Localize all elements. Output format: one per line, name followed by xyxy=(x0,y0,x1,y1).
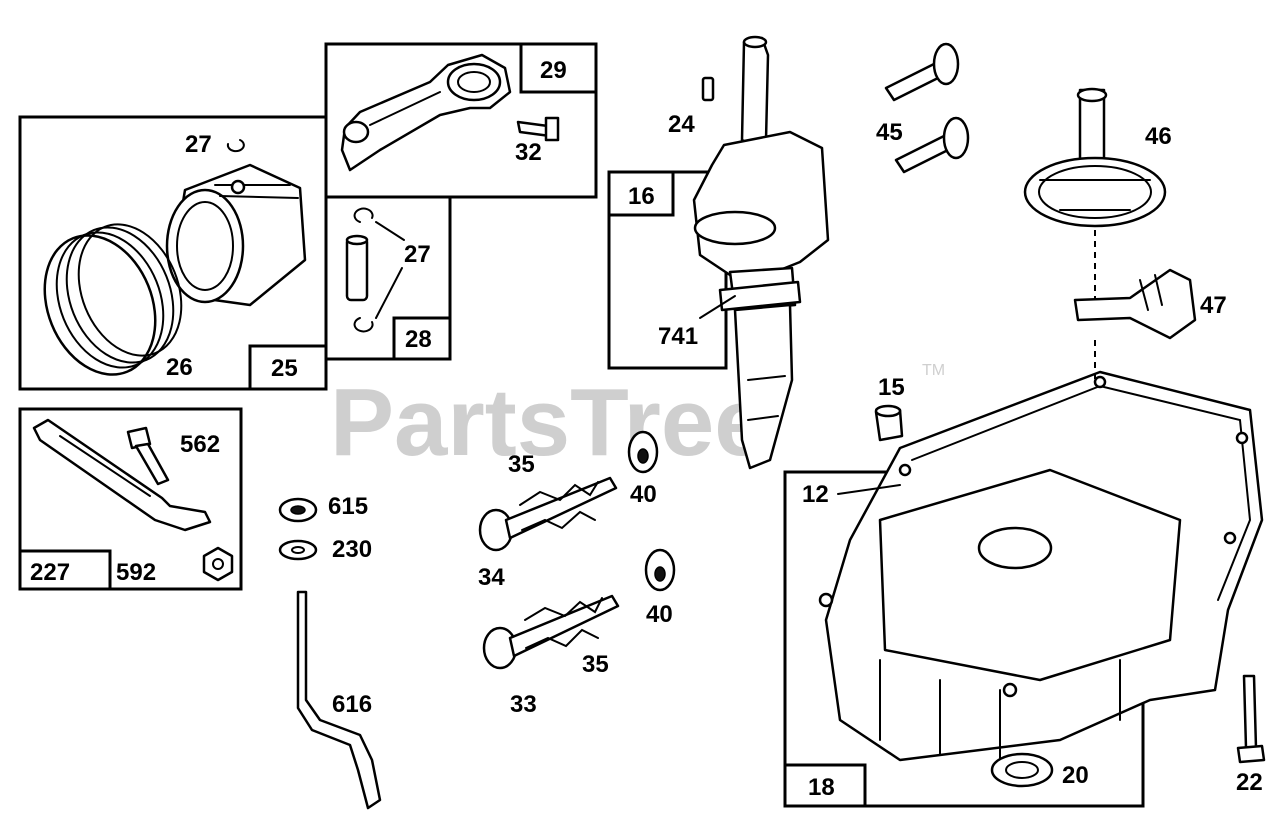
callout-26[interactable]: 26 xyxy=(166,354,193,381)
callout-40-upper[interactable]: 40 xyxy=(630,481,657,508)
valve-retainer-lower-40[interactable]: 40 xyxy=(644,548,676,628)
bolt-32 xyxy=(516,116,560,142)
callout-616[interactable]: 616 xyxy=(332,691,372,718)
callout-32[interactable]: 32 xyxy=(515,139,542,166)
callout-35-upper[interactable]: 35 xyxy=(508,451,535,478)
connecting-rod-drawing xyxy=(340,53,512,172)
callout-20[interactable]: 20 xyxy=(1062,762,1089,789)
callout-46[interactable]: 46 xyxy=(1145,123,1172,150)
callout-15[interactable]: 15 xyxy=(878,374,905,401)
valve-retainer-upper-40[interactable]: 40 xyxy=(627,430,659,508)
callout-40-lower[interactable]: 40 xyxy=(646,601,673,628)
part-15-plug[interactable]: 15 xyxy=(874,374,905,442)
group-25-piston-assembly[interactable]: 25 27 26 xyxy=(18,115,328,391)
oil-seal-20 xyxy=(990,752,1054,788)
callout-562[interactable]: 562 xyxy=(180,431,220,458)
bolt-22[interactable]: 22 xyxy=(1236,674,1266,796)
nut-592 xyxy=(202,546,234,582)
group-28-piston-pin[interactable]: 28 27 xyxy=(324,195,452,361)
crankshaft-drawing xyxy=(692,35,830,470)
callout-35-lower[interactable]: 35 xyxy=(582,651,609,678)
callout-592[interactable]: 592 xyxy=(116,559,156,586)
callout-22[interactable]: 22 xyxy=(1236,769,1263,796)
callout-27-piston[interactable]: 27 xyxy=(185,131,212,158)
callout-12[interactable]: 12 xyxy=(802,481,829,508)
group-number-29: 29 xyxy=(540,57,567,84)
group-number-18: 18 xyxy=(808,774,835,801)
piston-drawing xyxy=(165,163,307,307)
callout-230[interactable]: 230 xyxy=(332,536,372,563)
callout-47[interactable]: 47 xyxy=(1200,292,1227,319)
watermark-trademark: TM xyxy=(922,362,945,379)
callout-33[interactable]: 33 xyxy=(510,691,537,718)
screw-562 xyxy=(126,426,170,486)
part-616-governor-shaft[interactable]: 616 xyxy=(296,590,382,810)
valve-spring-lower[interactable]: 35 33 xyxy=(482,594,620,718)
group-227-control-lever[interactable]: 227 562 592 xyxy=(18,407,243,591)
tappets-45[interactable]: 45 xyxy=(876,42,970,174)
piston-rings-26 xyxy=(43,223,183,376)
callout-741[interactable]: 741 xyxy=(658,323,698,350)
callout-615[interactable]: 615 xyxy=(328,493,368,520)
group-29-connecting-rod[interactable]: 29 32 xyxy=(324,42,598,199)
group-number-28: 28 xyxy=(405,326,432,353)
part-230-washer[interactable]: 230 xyxy=(278,536,372,563)
part-615-seal[interactable]: 615 xyxy=(278,493,368,523)
group-16-crankshaft[interactable]: 16 24 741 xyxy=(607,35,830,470)
camshaft-46[interactable]: 46 xyxy=(1023,87,1172,228)
retaining-ring-27 xyxy=(226,139,245,153)
callout-34[interactable]: 34 xyxy=(478,564,505,591)
governor-47[interactable]: 47 xyxy=(1073,268,1227,340)
group-number-227: 227 xyxy=(30,559,70,586)
group-18-crankcase[interactable]: 18 12 20 xyxy=(783,370,1264,808)
group-number-16: 16 xyxy=(628,183,655,210)
callout-27-pin[interactable]: 27 xyxy=(404,241,431,268)
key-24 xyxy=(701,76,715,102)
crankcase-drawing xyxy=(818,370,1264,762)
valve-spring-upper[interactable]: 35 34 xyxy=(478,451,618,591)
watermark: PartsTree xyxy=(330,369,768,476)
control-lever-drawing xyxy=(32,418,212,532)
callout-24[interactable]: 24 xyxy=(668,111,695,138)
group-number-25: 25 xyxy=(271,355,298,382)
callout-45[interactable]: 45 xyxy=(876,119,903,146)
piston-pin-drawing xyxy=(345,207,405,333)
